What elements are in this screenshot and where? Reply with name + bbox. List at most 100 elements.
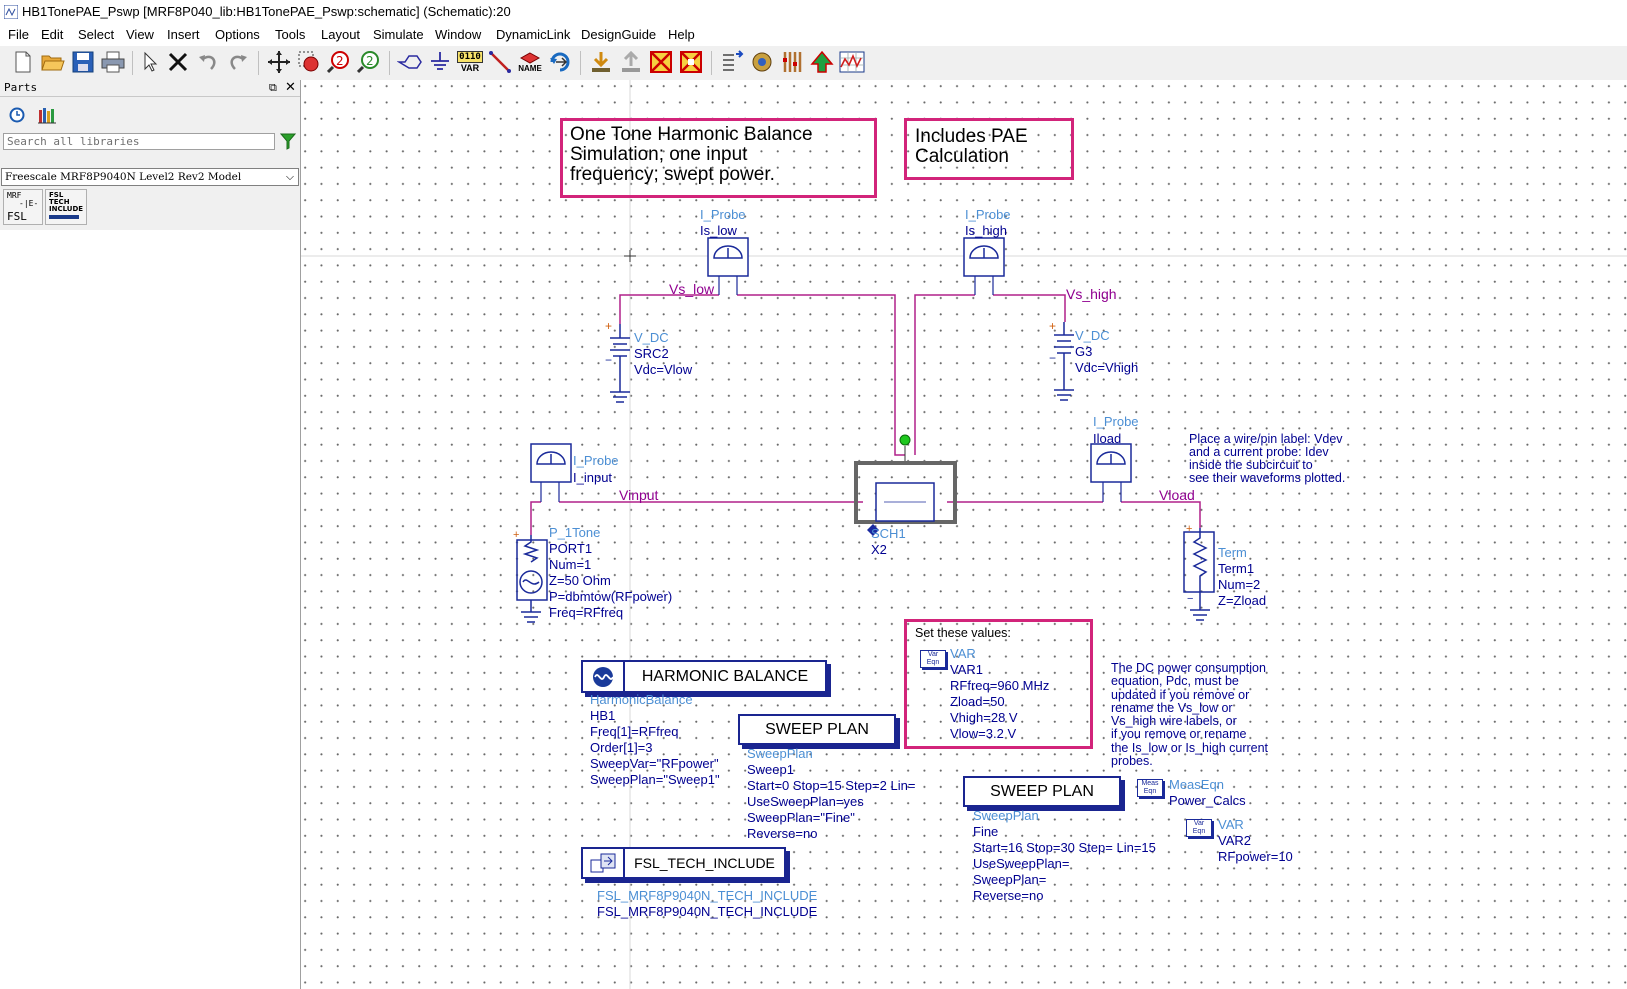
- menu-designguide[interactable]: DesignGuide: [581, 27, 657, 42]
- svg-text:−: −: [1187, 593, 1193, 605]
- var-eqn-icon[interactable]: 0110 VAR: [457, 51, 483, 73]
- redo-icon[interactable]: [225, 49, 251, 75]
- menu-layout[interactable]: Layout: [321, 27, 361, 42]
- hb-sweepplan: SweepPlan="Sweep1": [590, 772, 720, 787]
- vload-label[interactable]: Vload: [1159, 487, 1195, 503]
- open-folder-icon[interactable]: [40, 49, 66, 75]
- harmonic-balance-controller[interactable]: HARMONIC BALANCE: [581, 660, 827, 693]
- hb-type: HarmonicBalance: [590, 692, 693, 707]
- port-icon[interactable]: [397, 49, 423, 75]
- float-icon[interactable]: ⧉: [269, 81, 277, 94]
- zoom-out-icon[interactable]: 2: [356, 49, 382, 75]
- part-mrf-fsl[interactable]: MRF -|E- FSL: [3, 189, 43, 225]
- term1-z: Z=Zload: [1218, 593, 1267, 608]
- sweep-fine-plan: SweepPlan=: [973, 872, 1047, 887]
- var-eqn-icon: Var Eqn: [920, 650, 946, 668]
- svg-text:−: −: [605, 353, 612, 367]
- wire-label-icon[interactable]: NAME: [517, 49, 543, 75]
- fsl-type: FSL_MRF8P9040N_TECH_INCLUDE: [597, 888, 818, 903]
- meas-eqn-icon[interactable]: Meas Eqn: [1137, 779, 1163, 797]
- zoom-in-icon[interactable]: 2: [326, 49, 352, 75]
- menu-help[interactable]: Help: [668, 27, 695, 42]
- new-file-icon[interactable]: [10, 49, 36, 75]
- library-browser-icon[interactable]: [38, 106, 56, 129]
- title-bar: HB1TonePAE_Pswp [MRF8P040_lib:HB1TonePAE…: [0, 0, 1627, 24]
- svg-text:+: +: [513, 529, 519, 541]
- sweep1-use: UseSweepPlan=yes: [747, 794, 864, 809]
- menu-tools[interactable]: Tools: [275, 27, 306, 42]
- part-fsl-tech-include[interactable]: FSL TECH INCLUDE: [45, 189, 87, 225]
- goal-arrow-icon[interactable]: [809, 49, 835, 75]
- var-eqn-icon[interactable]: Var Eqn: [1186, 819, 1212, 837]
- undo-icon[interactable]: [195, 49, 221, 75]
- move-icon[interactable]: [266, 49, 292, 75]
- toolbar: 2 2 0110 VAR NAME: [0, 46, 1627, 81]
- menu-options[interactable]: Options: [215, 27, 260, 42]
- var1-vhigh: Vhigh=28 V: [950, 710, 1018, 725]
- zoom-area-icon[interactable]: [296, 49, 322, 75]
- vs-low-label[interactable]: Vs_low: [669, 281, 715, 297]
- var1-header: Set these values:: [915, 626, 1011, 640]
- close-icon[interactable]: ✕: [285, 80, 296, 95]
- sweep-fine-type: SweepPlan: [973, 808, 1039, 823]
- hb-sweepvar: SweepVar="RFpower": [590, 756, 719, 771]
- menu-simulate[interactable]: Simulate: [373, 27, 424, 42]
- iload-name: Iload: [1093, 431, 1122, 446]
- sweep-fine-controller[interactable]: SWEEP PLAN: [963, 776, 1121, 807]
- simulate-icon[interactable]: [547, 49, 573, 75]
- select-arrow-icon[interactable]: [137, 49, 163, 75]
- sweep-fine-use: UseSweepPlan=: [973, 856, 1070, 871]
- menu-dynamiclink[interactable]: DynamicLink: [496, 27, 571, 42]
- deactivate-icon[interactable]: [648, 49, 674, 75]
- menu-file[interactable]: File: [8, 27, 29, 42]
- netlist-icon[interactable]: [719, 49, 745, 75]
- schematic-canvas[interactable]: + − + − + − + One Tone Harmonic Balance …: [301, 80, 1627, 989]
- g3-param: Vdc=Vhigh: [1075, 360, 1139, 375]
- include-file-icon: [583, 849, 625, 877]
- data-display-icon[interactable]: [839, 49, 865, 75]
- sch1-inst: X2: [871, 542, 887, 557]
- print-icon[interactable]: [100, 49, 126, 75]
- sweep1-type: SweepPlan: [747, 746, 813, 761]
- note-pae-box: Includes PAE Calculation: [904, 118, 1074, 180]
- var2-type: VAR: [1218, 817, 1244, 832]
- ground-icon[interactable]: [427, 49, 453, 75]
- svg-text:2: 2: [336, 54, 344, 68]
- var2-rfpower: RFpower=10: [1218, 849, 1293, 864]
- svg-text:+: +: [1186, 523, 1192, 535]
- var1-vlow: Vlow=3.2 V: [950, 726, 1017, 741]
- delete-icon[interactable]: [165, 49, 191, 75]
- save-icon[interactable]: [70, 49, 96, 75]
- wire-icon[interactable]: [487, 49, 513, 75]
- vs-high-label[interactable]: Vs_high: [1066, 286, 1117, 302]
- deactivate-short-icon[interactable]: [678, 49, 704, 75]
- term1-num: Num=2: [1218, 577, 1261, 592]
- menu-view[interactable]: View: [126, 27, 154, 42]
- note-wire-label: Place a wire/pin label: Vdev and a curre…: [1189, 432, 1346, 485]
- var1-name: VAR1: [950, 662, 983, 677]
- hb-freq: Freq[1]=RFfreq: [590, 724, 679, 739]
- library-select-value: Freescale MRF8P9040N Level2 Rev2 Model: [5, 171, 242, 183]
- pop-out-hierarchy-icon[interactable]: [618, 49, 644, 75]
- history-icon[interactable]: [8, 106, 26, 129]
- sweep1-controller[interactable]: SWEEP PLAN: [738, 714, 896, 745]
- term1-name: Term1: [1218, 561, 1255, 576]
- tuning-icon[interactable]: [749, 49, 775, 75]
- menu-insert[interactable]: Insert: [167, 27, 200, 42]
- vinput-label[interactable]: Vinput: [619, 487, 659, 503]
- src2-param: Vdc=Vlow: [634, 362, 693, 377]
- library-select[interactable]: Freescale MRF8P9040N Level2 Rev2 Model ⌵: [1, 168, 299, 186]
- sweep1-title: SWEEP PLAN: [765, 720, 869, 738]
- svg-text:−: −: [1049, 351, 1056, 365]
- menu-edit[interactable]: Edit: [41, 27, 64, 42]
- optimize-icon[interactable]: [779, 49, 805, 75]
- menu-window[interactable]: Window: [435, 27, 482, 42]
- app-icon: [4, 5, 18, 19]
- parts-search-input[interactable]: Search all libraries: [3, 133, 275, 150]
- menu-select[interactable]: Select: [78, 27, 115, 42]
- filter-icon[interactable]: [279, 133, 297, 155]
- push-into-hierarchy-icon[interactable]: [588, 49, 614, 75]
- is-high-name: Is_high: [965, 223, 1007, 238]
- src2-name: SRC2: [634, 346, 669, 361]
- fsl-tech-include-controller[interactable]: FSL_TECH_INCLUDE: [581, 847, 786, 879]
